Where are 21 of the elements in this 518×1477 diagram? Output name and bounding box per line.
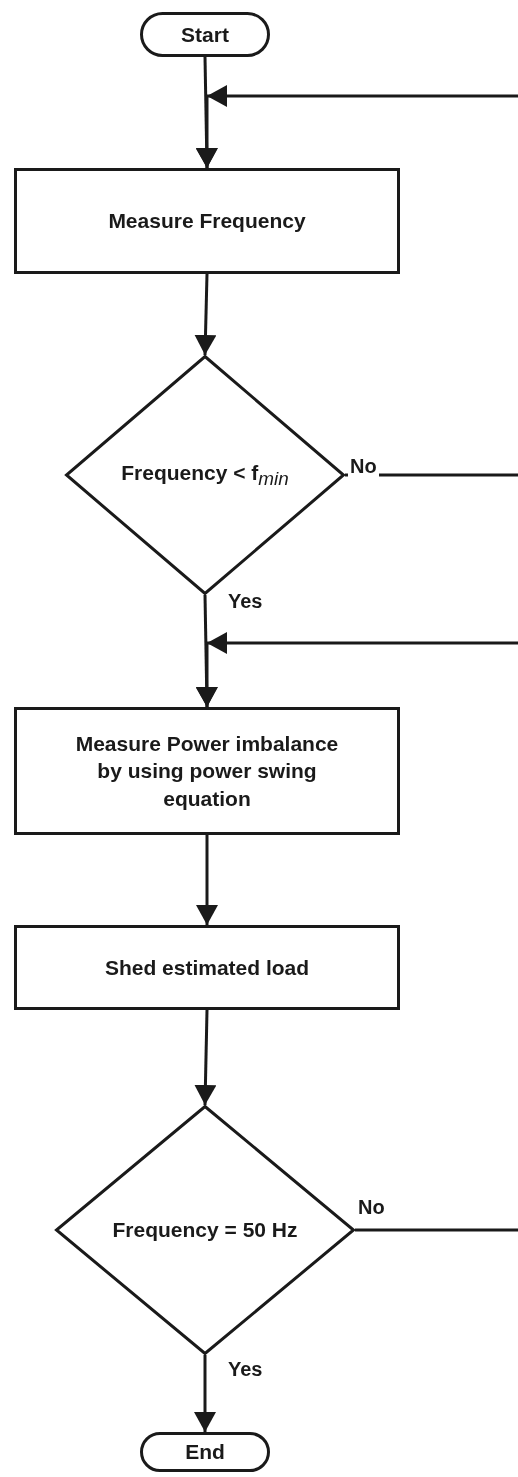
decision-text: Frequency = 50 Hz xyxy=(112,1217,298,1244)
connector-line xyxy=(355,1228,518,1232)
decision-text: Frequency < f$_{min}$ xyxy=(121,459,289,491)
start-terminal xyxy=(140,12,270,57)
decision-diamond xyxy=(65,355,345,595)
feedback-arrow xyxy=(196,632,518,707)
step-text: End xyxy=(185,1439,225,1466)
arrow xyxy=(194,1009,217,1106)
process-box xyxy=(14,707,400,835)
step-text: Shed estimated load xyxy=(104,954,310,981)
step-text: Measure Power imbalance by using power swing equation xyxy=(74,731,340,812)
process-box xyxy=(14,925,400,1010)
step-text: Measure Frequency xyxy=(108,208,306,235)
process-box xyxy=(14,168,400,274)
decision-diamond xyxy=(55,1105,355,1355)
arrow xyxy=(196,835,218,925)
arrow xyxy=(194,1355,216,1432)
end-terminal xyxy=(140,1432,270,1472)
step-text: Start xyxy=(181,21,229,48)
arrow xyxy=(194,273,217,356)
feedback-arrow xyxy=(196,85,518,168)
